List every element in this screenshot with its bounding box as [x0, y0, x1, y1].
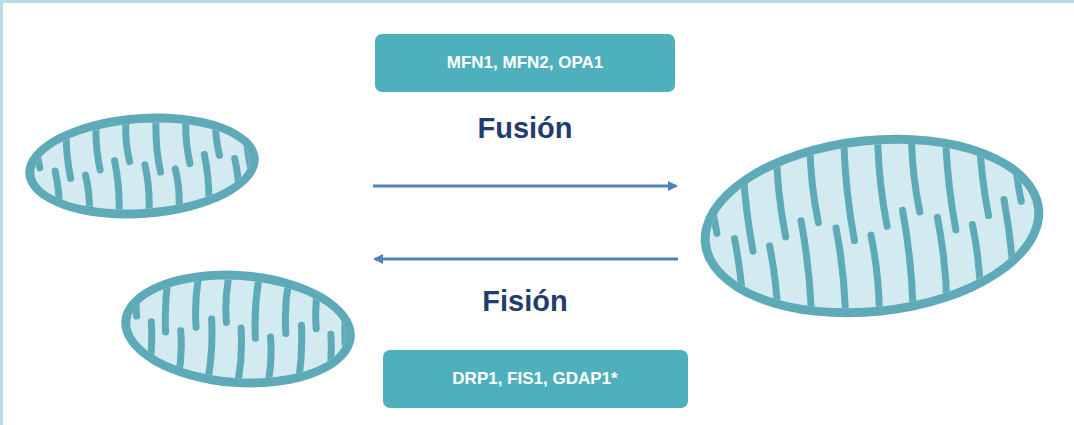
fission-arrow: [375, 258, 678, 261]
crista: [244, 107, 250, 166]
outer-membrane: [22, 106, 263, 226]
crista: [135, 264, 141, 316]
crista: [235, 158, 241, 211]
crista: [145, 165, 151, 218]
crista: [253, 272, 260, 338]
protein-names: MFN1, MFN2, OPA1: [447, 53, 603, 73]
crista: [937, 217, 949, 309]
crista: [808, 142, 818, 223]
crista: [237, 328, 243, 387]
crista: [194, 268, 200, 327]
cristae: [35, 107, 254, 226]
frame-line: [0, 0, 3, 425]
process-label: Fisión: [482, 285, 567, 318]
crista: [909, 131, 919, 212]
crista: [1011, 121, 1021, 202]
crista: [836, 228, 848, 320]
cristae: [706, 121, 1031, 332]
process-label: Fusión: [477, 112, 572, 145]
crista: [86, 175, 91, 222]
crista: [842, 138, 855, 240]
crista: [184, 111, 190, 164]
crista: [124, 115, 129, 162]
cristae: [130, 264, 350, 395]
crista: [706, 153, 716, 234]
crista: [871, 235, 881, 316]
crista: [314, 276, 320, 328]
crista: [154, 113, 160, 172]
crista: [903, 210, 916, 312]
crista: [94, 117, 100, 170]
crista: [740, 149, 753, 251]
crista: [115, 160, 121, 219]
crista: [327, 334, 333, 393]
crista: [297, 325, 304, 391]
crista: [943, 128, 956, 230]
crista: [204, 154, 210, 213]
crista: [224, 270, 230, 322]
crista: [1004, 199, 1017, 301]
mitochondrion: [117, 263, 359, 395]
crista: [35, 121, 40, 168]
crista: [876, 135, 888, 227]
matrix: [701, 128, 1042, 323]
crista: [343, 279, 350, 345]
protein-box: DRP1, FIS1, GDAP1*: [383, 350, 688, 408]
crista: [175, 169, 180, 216]
crista: [214, 109, 219, 156]
crista: [735, 238, 747, 330]
crista: [774, 146, 786, 238]
crista: [801, 221, 814, 323]
fusion-arrow: [373, 185, 676, 188]
crista: [284, 274, 290, 333]
crista: [977, 124, 989, 216]
outer-membrane: [692, 119, 1053, 334]
crista: [770, 246, 780, 327]
crista: [267, 337, 273, 389]
protein-names: DRP1, FIS1, GDAP1*: [452, 369, 617, 389]
frame-line: [0, 0, 1074, 3]
crista: [177, 331, 183, 383]
mitochondrion: [22, 106, 263, 226]
crista: [65, 119, 71, 178]
crista: [55, 171, 61, 224]
protein-box: MFN1, MFN2, OPA1: [375, 34, 675, 92]
crista: [147, 322, 153, 381]
outer-membrane: [117, 263, 359, 395]
crista: [207, 319, 214, 385]
crista: [164, 266, 171, 332]
crista: [972, 224, 982, 305]
mitochondrion: [692, 119, 1053, 334]
